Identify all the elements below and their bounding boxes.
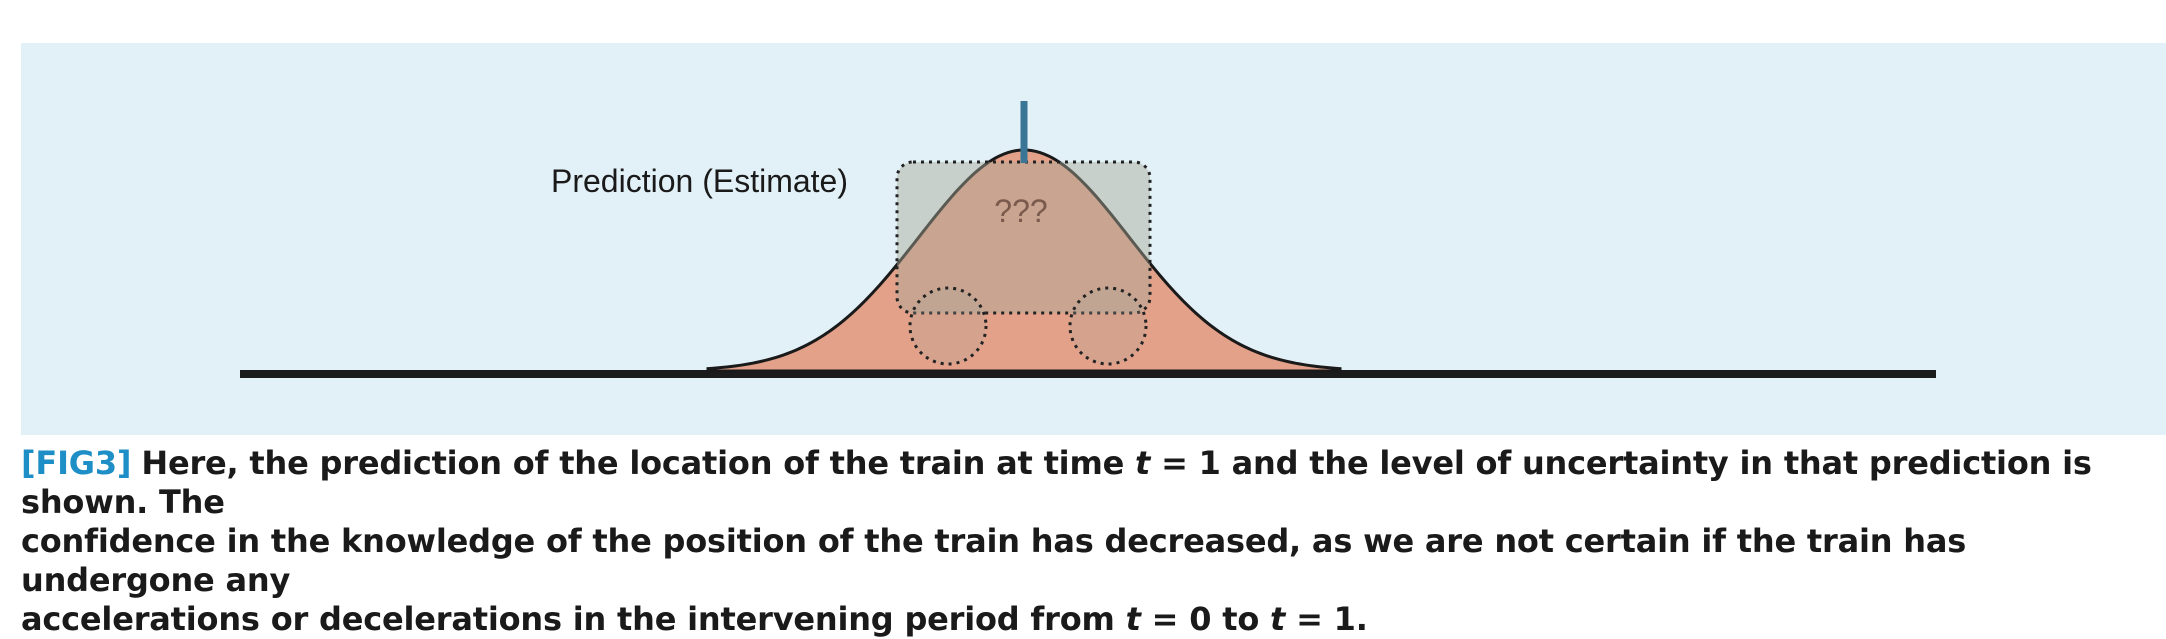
caption-segment: = 1. xyxy=(1285,600,1368,638)
prediction-bell-curve xyxy=(706,148,1342,373)
figure-caption: [FIG3]Here, the prediction of the locati… xyxy=(21,444,2141,639)
figure-tag: [FIG3] xyxy=(21,444,132,482)
train-wheel-right xyxy=(1068,286,1148,366)
caption-variable: t xyxy=(1125,600,1141,638)
prediction-label: Prediction (Estimate) xyxy=(551,163,848,199)
train-wheel-left xyxy=(908,286,988,366)
caption-segment: = 1 and the level of uncertainty in that… xyxy=(21,444,2092,521)
train-unknown-label: ??? xyxy=(994,193,1047,229)
caption-variable: t xyxy=(1135,444,1151,482)
caption-segment: accelerations or decelerations in the in… xyxy=(21,600,1126,638)
train-body xyxy=(895,160,1152,315)
caption-segment: Here, the prediction of the location of … xyxy=(141,444,1136,482)
caption-variable: t xyxy=(1270,600,1286,638)
caption-segment: = 0 to xyxy=(1140,600,1271,638)
caption-line: confidence in the knowledge of the posit… xyxy=(21,522,1967,599)
